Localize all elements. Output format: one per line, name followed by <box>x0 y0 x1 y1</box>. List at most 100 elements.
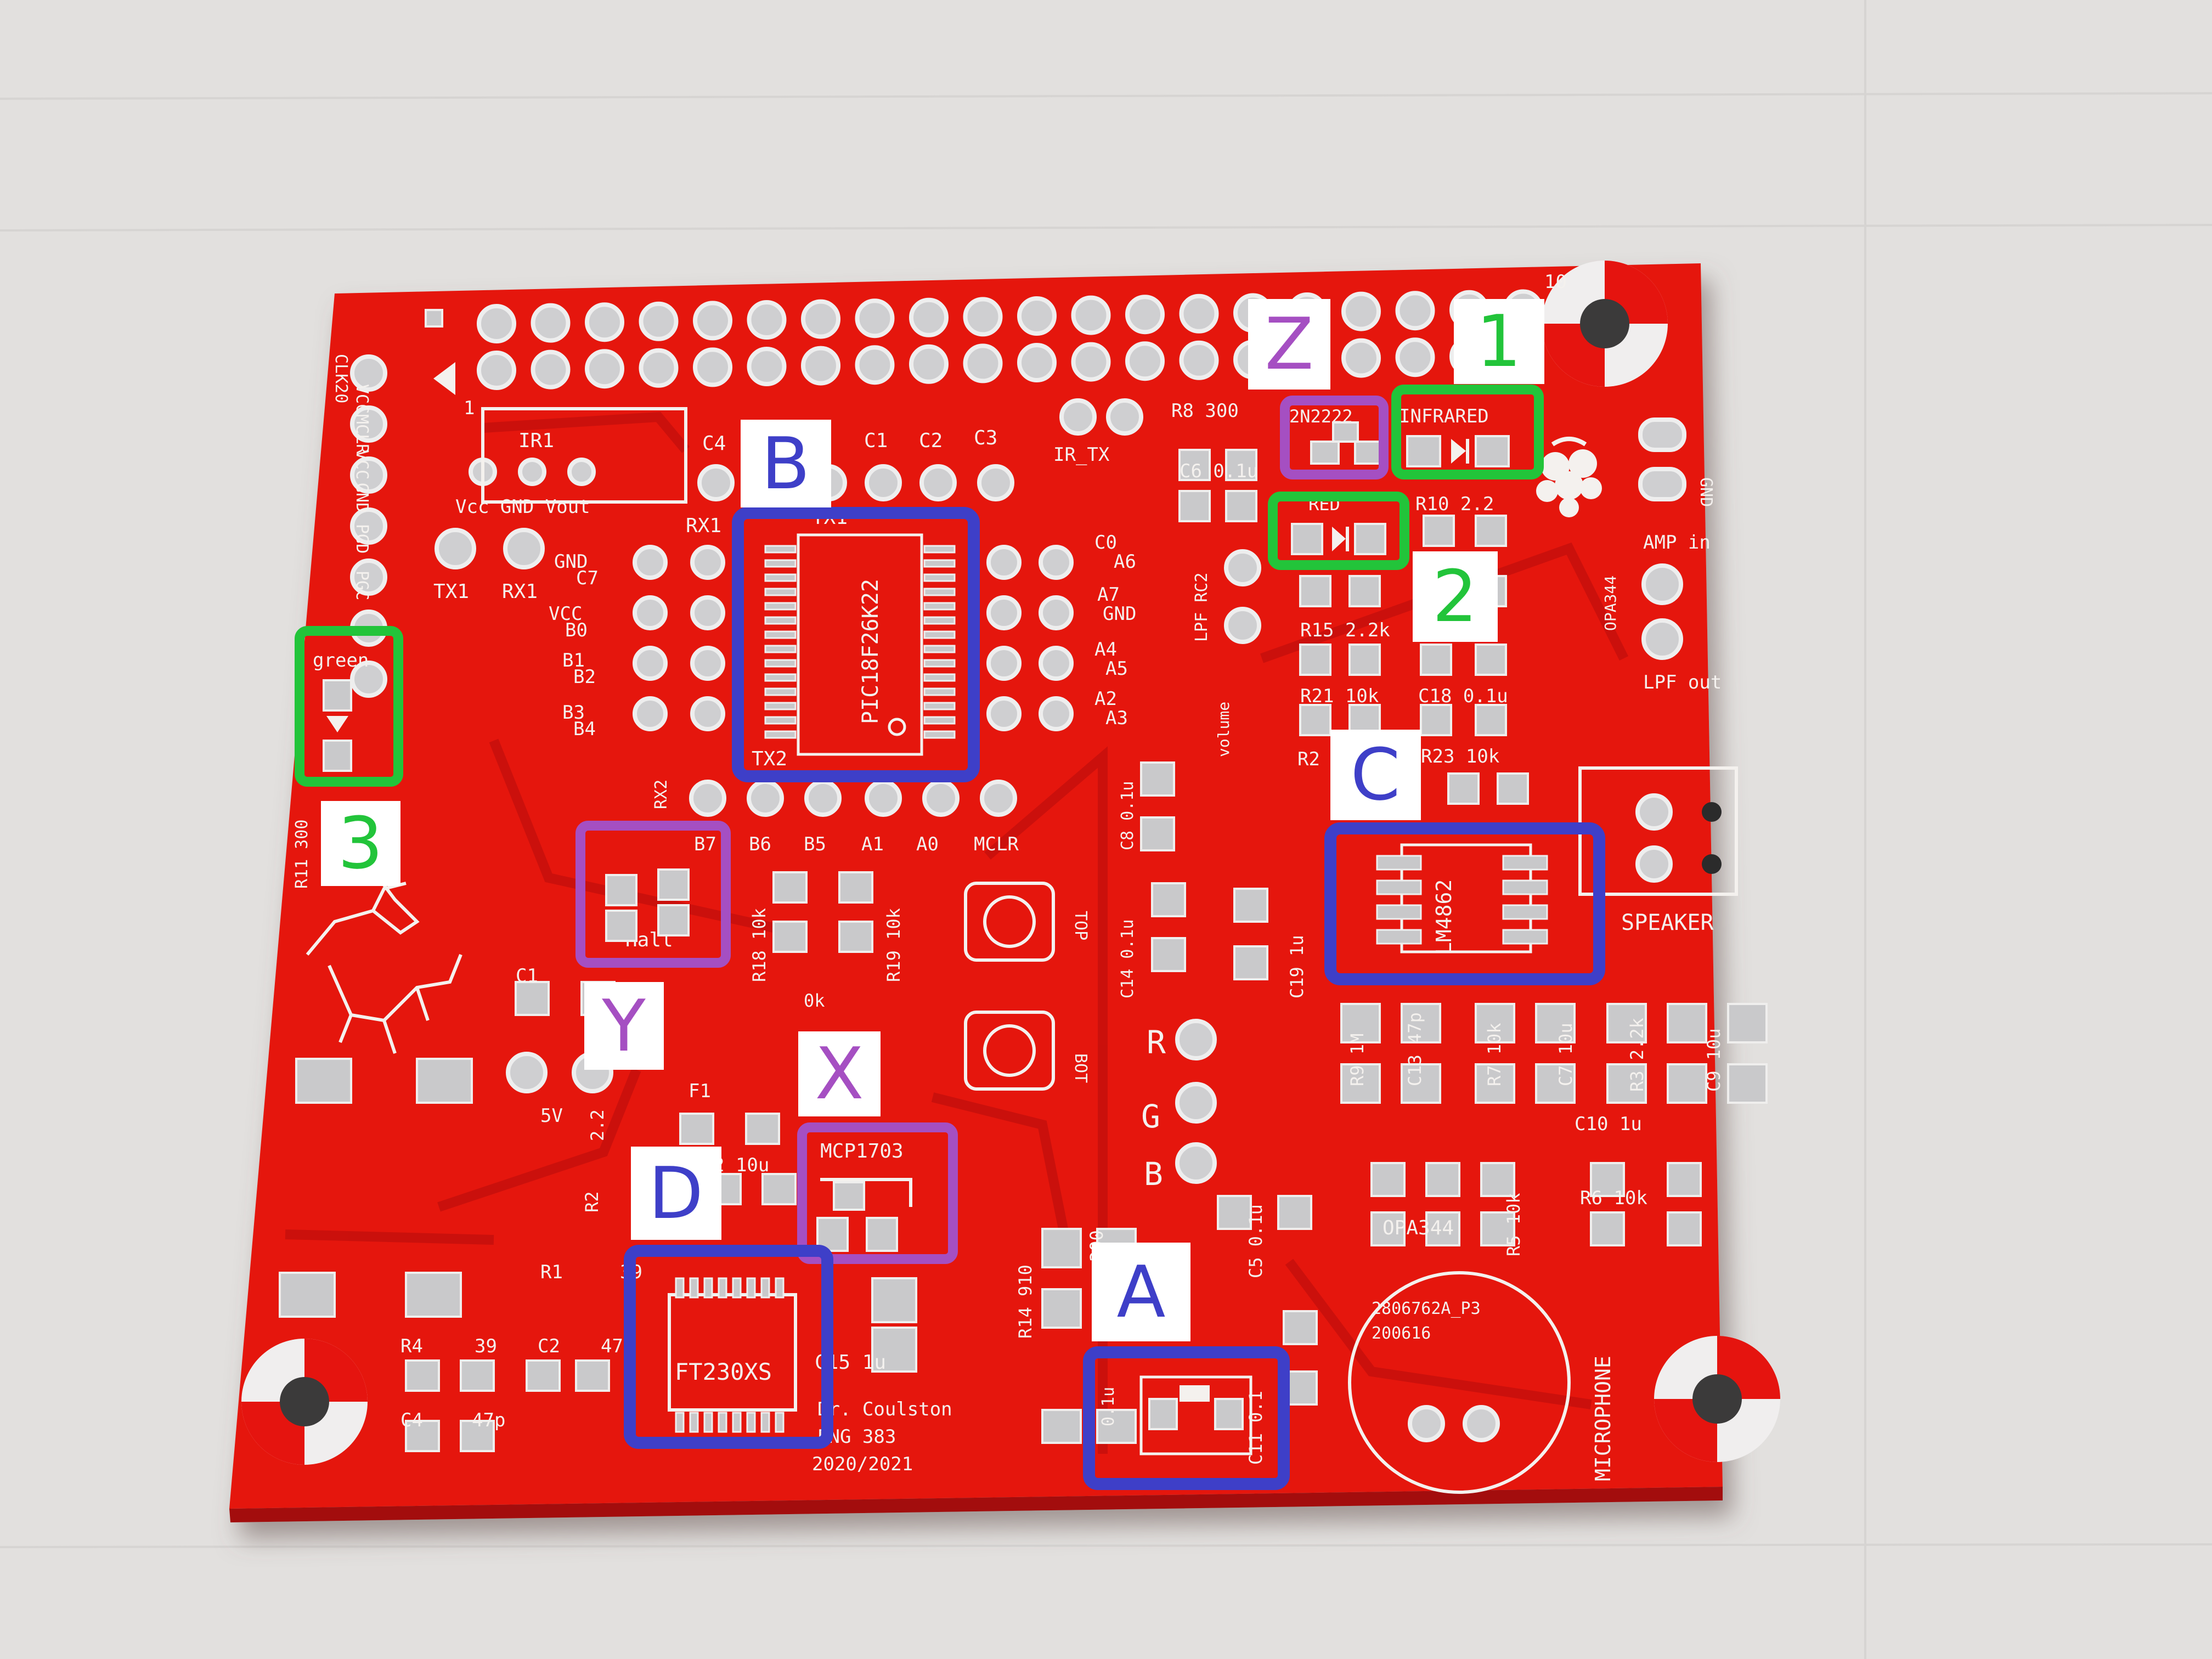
label-tx1: TX1 <box>433 580 469 603</box>
mcu-pin <box>764 702 797 710</box>
svg-text:VCC: VCC <box>352 384 371 414</box>
header-pin <box>1179 340 1219 380</box>
svg-text:3: 3 <box>338 802 383 885</box>
left-header-pin <box>350 354 387 392</box>
label-c8: C8 0.1u <box>1118 781 1137 850</box>
header-pin <box>693 301 732 341</box>
label-c4: C4 <box>400 1409 423 1431</box>
ft230-pin <box>718 1277 727 1299</box>
mcu-pin <box>923 645 956 653</box>
mcu-pin <box>764 730 797 739</box>
label-r11: R11 300 <box>292 820 312 889</box>
annotation-tag-b: B <box>741 420 831 507</box>
lm4862-pin <box>1502 929 1548 945</box>
lm4862-pin <box>1502 855 1548 871</box>
ft230-pin <box>746 1412 756 1433</box>
label-2-2: 2.2 <box>587 1109 608 1141</box>
label-microphone: MICROPHONE <box>1591 1356 1615 1481</box>
label-bot: BOT <box>1071 1053 1090 1083</box>
label-r3: R3 2.2k <box>1627 1018 1647 1092</box>
lm4862-pin <box>1376 904 1422 920</box>
header-pin <box>855 298 895 338</box>
mcu-pin <box>923 602 956 611</box>
header-pin <box>1341 338 1381 378</box>
header-pin <box>855 345 895 385</box>
label-led-g: G <box>1141 1098 1160 1135</box>
silk-outlines <box>433 362 1738 1494</box>
svg-text:D: D <box>648 1152 703 1235</box>
label-f1: F1 <box>689 1080 711 1102</box>
mcu-side-pin <box>986 646 1022 681</box>
annotation-tag-3: 3 <box>321 801 400 886</box>
header-pin <box>747 347 787 386</box>
ft230-pin <box>732 1277 742 1299</box>
mcu-side-pin <box>690 696 725 731</box>
label-opa344-top: OPA344 <box>1601 575 1620 631</box>
mcp1703-footprint <box>816 1178 912 1252</box>
annotation-box-1 <box>1391 385 1544 479</box>
header-pin <box>531 349 571 390</box>
annotation-box-2 <box>1268 492 1409 570</box>
ft230-pin <box>675 1412 685 1433</box>
annotation-box-3 <box>295 626 403 787</box>
label-r14: R14 910 <box>1015 1265 1036 1339</box>
svg-text:B2: B2 <box>573 666 596 688</box>
mcu-pin <box>923 559 956 568</box>
mcu-side-pin <box>1039 545 1074 580</box>
header-pin <box>1179 294 1219 334</box>
svg-text:PGD: PGD <box>352 524 371 554</box>
left-header-pin <box>350 456 387 494</box>
svg-text:A1: A1 <box>861 833 884 855</box>
header-pin <box>1017 296 1057 336</box>
pcb-board <box>229 263 1723 1522</box>
lm4862-footprint <box>1376 843 1548 953</box>
hall-sensor-footprint <box>605 868 690 942</box>
label-c7: C7 10u <box>1555 1023 1576 1086</box>
mcu-side-pin <box>986 696 1022 731</box>
green-led-footprint <box>323 679 352 772</box>
label-c13: C13 47p <box>1404 1012 1425 1086</box>
mcu-side-pin <box>633 646 668 681</box>
label-c1: C1 <box>516 965 538 987</box>
annotation-tag-2: 2 <box>1413 551 1498 642</box>
smd-pad <box>1606 1003 1647 1043</box>
label-r7: R7 10k <box>1484 1023 1505 1086</box>
mcu-side-pin <box>986 595 1022 630</box>
pin-one-mark: 1 <box>464 397 475 419</box>
mcu-pin <box>764 687 797 696</box>
svg-text:A: A <box>1117 1250 1166 1334</box>
mcu-right-pin-labels: C0 A6 A7 GND A4 A5 A2 A3 <box>1094 532 1136 729</box>
label-infrared: INFRARED <box>1399 405 1489 427</box>
ft230xs-footprint <box>668 1277 797 1433</box>
smd-pad <box>1727 1063 1768 1104</box>
label-c2: C2 <box>538 1335 560 1357</box>
label-r5: R5 10k <box>1503 1193 1524 1256</box>
svg-text:A2: A2 <box>1094 688 1117 710</box>
label-tx2: TX2 <box>752 748 787 770</box>
label-c19: C19 1u <box>1286 935 1307 998</box>
mcu-left-pin-labels: GND C7 VCC B0 B1 B2 B3 B4 <box>549 551 599 740</box>
svg-text:B1: B1 <box>562 650 585 672</box>
label-rx1: RX1 <box>502 580 538 603</box>
header-pin <box>801 299 840 339</box>
mounting-hole-bottom-right <box>1654 1336 1780 1462</box>
svg-text:A3: A3 <box>1105 707 1128 729</box>
mcu-pin <box>764 616 797 625</box>
mcu-side-pin <box>690 646 725 681</box>
mcu-pin <box>764 573 797 582</box>
smd-pad <box>1475 1003 1515 1043</box>
annotation-tag-x: X <box>798 1031 881 1116</box>
left-header-pin <box>350 558 387 596</box>
mic-date-code: 200616 <box>1372 1324 1431 1343</box>
label-r8: R8 300 <box>1171 400 1239 422</box>
label-lpf-rc2: LPF RC2 <box>1192 573 1211 642</box>
label-rx1-top: RX1 <box>686 515 721 537</box>
raspberry-pi-logo <box>1536 437 1602 517</box>
svg-text:Z: Z <box>1265 302 1313 386</box>
label-ir1-pins: Vcc GND Vout <box>455 496 590 518</box>
svg-text:B: B <box>761 422 810 505</box>
ft230-pin <box>689 1412 699 1433</box>
ft230-pin <box>732 1412 742 1433</box>
annotation-tag-a: A <box>1092 1243 1190 1341</box>
mounting-hole-top-right <box>1542 261 1668 387</box>
